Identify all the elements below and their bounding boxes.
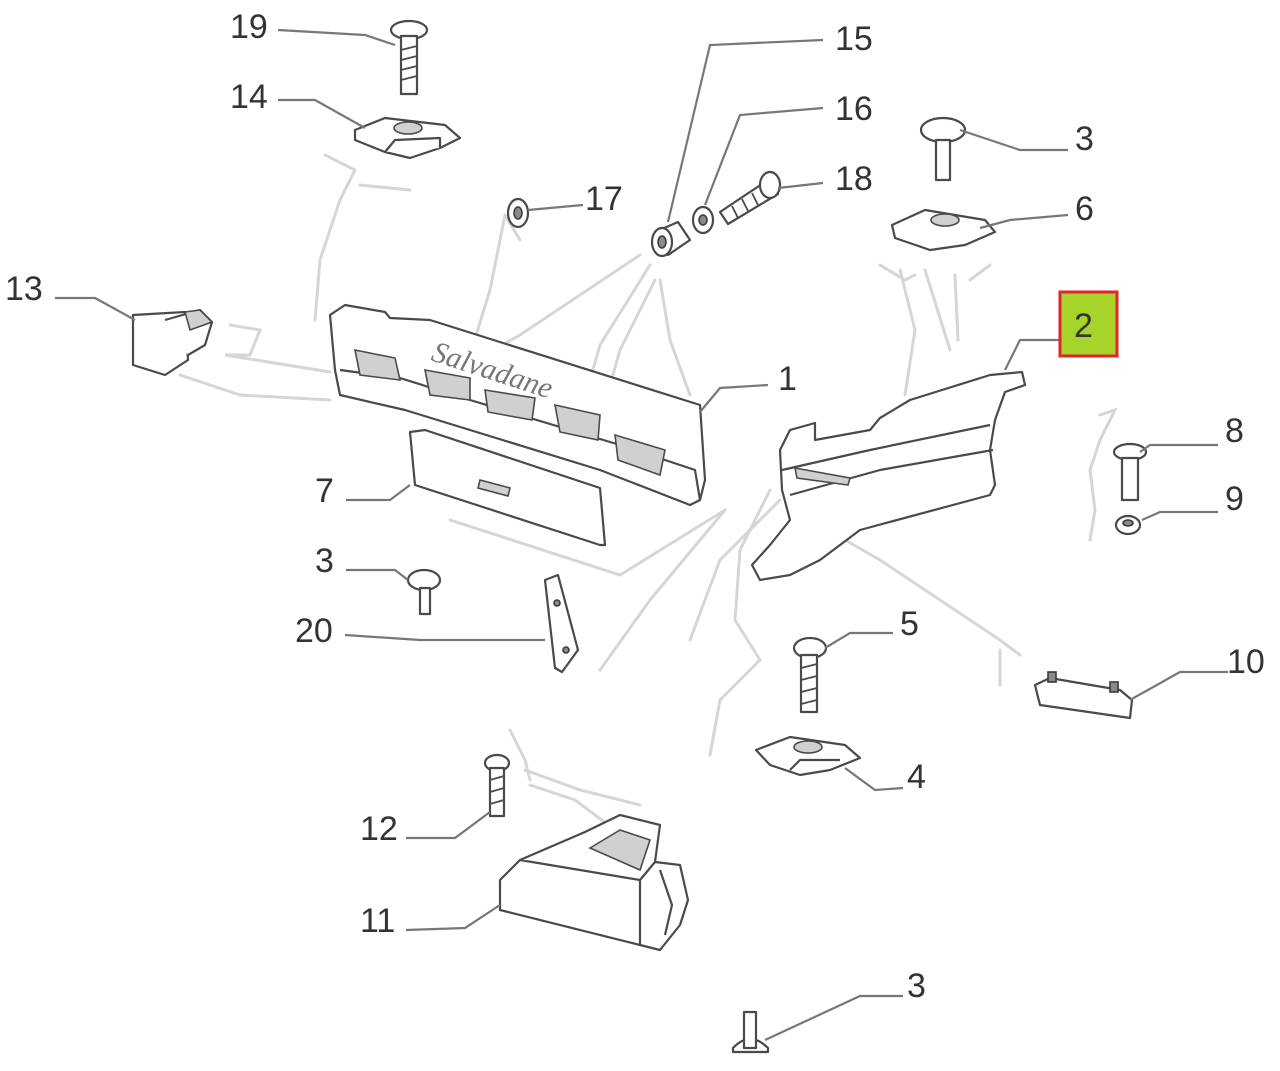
- screw-5: [792, 636, 828, 714]
- spacer-15: [650, 220, 692, 258]
- callout-12[interactable]: 12: [360, 810, 398, 848]
- bumper-bar-1: Salvadane: [328, 303, 707, 507]
- callout-10[interactable]: 10: [1227, 643, 1265, 681]
- screw-12: [483, 753, 511, 818]
- callouts: 19 14 15 16 18 17 3 6 13 2 1 8 9 7 3 20 …: [5, 8, 1265, 1005]
- push-pin-3-top: [919, 116, 967, 182]
- callout-4[interactable]: 4: [907, 758, 926, 796]
- callout-18[interactable]: 18: [835, 160, 873, 198]
- callout-8[interactable]: 8: [1225, 412, 1244, 450]
- clip-nut-14: [353, 116, 462, 160]
- plug-13: [131, 308, 214, 377]
- clip-nut-4: [754, 735, 862, 777]
- clip-nut-6: [890, 208, 997, 252]
- plate-7: [408, 428, 607, 547]
- push-pin-3-mid: [406, 568, 442, 616]
- nut-9: [1114, 514, 1142, 536]
- callout-9[interactable]: 9: [1225, 480, 1244, 518]
- cap-10: [1033, 671, 1134, 720]
- push-pin-3-bottom: [731, 1010, 770, 1054]
- leader-lines: [55, 28, 1228, 1041]
- callout-2[interactable]: 2: [1074, 307, 1093, 345]
- callout-11[interactable]: 11: [360, 902, 395, 940]
- callout-5[interactable]: 5: [900, 605, 919, 643]
- tow-bracket-11: [498, 813, 690, 952]
- callout-7[interactable]: 7: [315, 472, 334, 510]
- callout-3-bottom[interactable]: 3: [907, 967, 926, 1005]
- assembly-guide-lines: [178, 153, 1118, 832]
- callout-6[interactable]: 6: [1075, 190, 1094, 228]
- callout-16[interactable]: 16: [835, 90, 873, 128]
- highlight-box: [1058, 290, 1119, 358]
- screw-19: [389, 19, 429, 96]
- callout-17[interactable]: 17: [585, 180, 623, 218]
- callout-15[interactable]: 15: [835, 20, 873, 58]
- callout-3-top[interactable]: 3: [1075, 120, 1094, 158]
- callout-1[interactable]: 1: [778, 360, 797, 398]
- callout-3-mid[interactable]: 3: [315, 542, 334, 580]
- callout-13[interactable]: 13: [5, 270, 43, 308]
- callout-14[interactable]: 14: [230, 78, 268, 116]
- callout-20[interactable]: 20: [295, 612, 333, 650]
- callout-19[interactable]: 19: [230, 8, 268, 46]
- washer-17: [506, 197, 530, 229]
- side-bumper-2: [750, 370, 1027, 582]
- bolt-8: [1112, 442, 1148, 502]
- washer-16: [691, 205, 715, 235]
- bracket-20: [543, 573, 580, 674]
- bolt-18: [718, 170, 782, 226]
